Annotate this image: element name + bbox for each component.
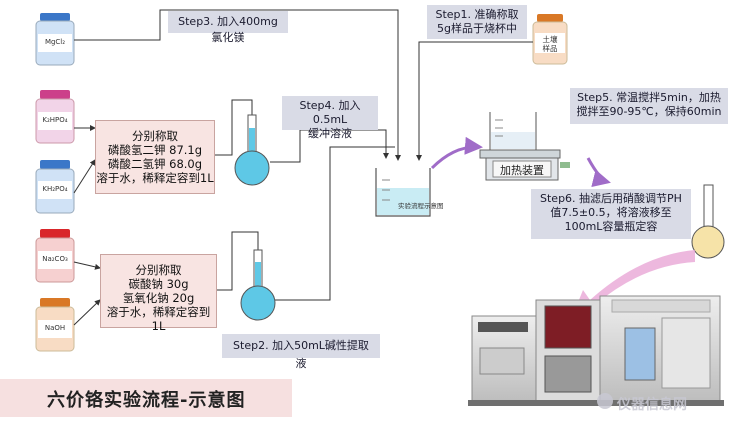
step2-box: Step2. 加入50mL碱性提取液 [222,334,380,370]
alkaline-line2: 碳酸钠 30g [128,277,189,291]
buffer-recipe-box: 分别称取 磷酸氢二钾 87.1g 磷酸二氢钾 68.0g 溶于水，稀释定容到1L [95,120,215,194]
volumetric-flask-2 [240,249,276,321]
bottle-label-na2co3: Na₂CO₃ [42,255,68,263]
soil-label-line2: 样品 [542,44,558,53]
buffer-line4: 溶于水，稀释定容到1L [96,171,214,185]
watermark-logo-icon [597,393,613,409]
alkaline-line1: 分别称取 [135,263,182,277]
heater-device [479,112,570,181]
bottle-label-kh2po4: KH₂PO₄ [42,185,68,193]
step4-line1: Step4. 加入0.5mL [299,99,361,126]
step4-line2: 缓冲溶液 [308,127,352,140]
beaker-label: 实验流程示意图 [398,202,444,210]
watermark-text: 仪器信息网 [617,397,687,413]
soil-label-line1: 土壤 [542,35,558,44]
step1-line1: Step1. 准确称取 [435,8,519,21]
step4-box: Step4. 加入0.5mL 缓冲溶液 [282,96,378,140]
bottle-soil-sample [532,14,568,65]
bottle-kh2po4 [35,160,75,214]
buffer-line3: 磷酸二氢钾 68.0g [107,157,203,171]
step6-line3: 100mL容量瓶定容 [564,220,658,233]
alkaline-line3: 氢氧化钠 20g [122,291,195,305]
bottle-na2co3 [35,229,75,283]
step3-box: Step3. 加入400mg氯化镁 [168,11,288,44]
buffer-line1: 分别称取 [132,129,178,143]
step1-box: Step1. 准确称取 5g样品于烧杯中 [427,5,527,39]
step6-line1: Step6. 抽滤后用硝酸调节PH [540,192,682,205]
analyzer-instrument [468,295,724,406]
bottle-label-mgcl2: MgCl₂ [44,38,66,46]
bottle-label-naoh: NaOH [44,324,66,332]
step6-line2: 值7.5±0.5，将溶液移至 [550,206,672,219]
main-beaker [375,168,431,217]
soil-sample-label: 土壤 样品 [535,35,565,53]
volumetric-flask-1 [234,114,270,186]
bottle-label-k2hpo4: K₂HPO₄ [42,116,68,124]
heater-label: 加热装置 [500,164,544,177]
volumetric-flask-yellow [691,184,725,259]
step1-line2: 5g样品于烧杯中 [437,22,517,35]
alkaline-line4: 溶于水，稀释定容到1L [106,305,211,333]
alkaline-recipe-box: 分别称取 碳酸钠 30g 氢氧化钠 20g 溶于水，稀释定容到1L [100,254,217,333]
bottle-mgcl2 [35,13,75,66]
bottle-k2hpo4 [35,90,75,144]
step5-line1: Step5. 常温搅拌5min，加热 [577,91,721,104]
title-bar [0,379,292,417]
step5-box: Step5. 常温搅拌5min，加热 搅拌至90-95℃，保持60min [570,88,728,124]
bottle-naoh [35,298,75,352]
step6-box: Step6. 抽滤后用硝酸调节PH 值7.5±0.5，将溶液移至 100mL容量… [531,189,691,239]
page-title: 六价铬实验流程-示意图 [47,390,246,411]
step5-line2: 搅拌至90-95℃，保持60min [576,105,722,118]
buffer-line2: 磷酸氢二钾 87.1g [107,143,203,157]
